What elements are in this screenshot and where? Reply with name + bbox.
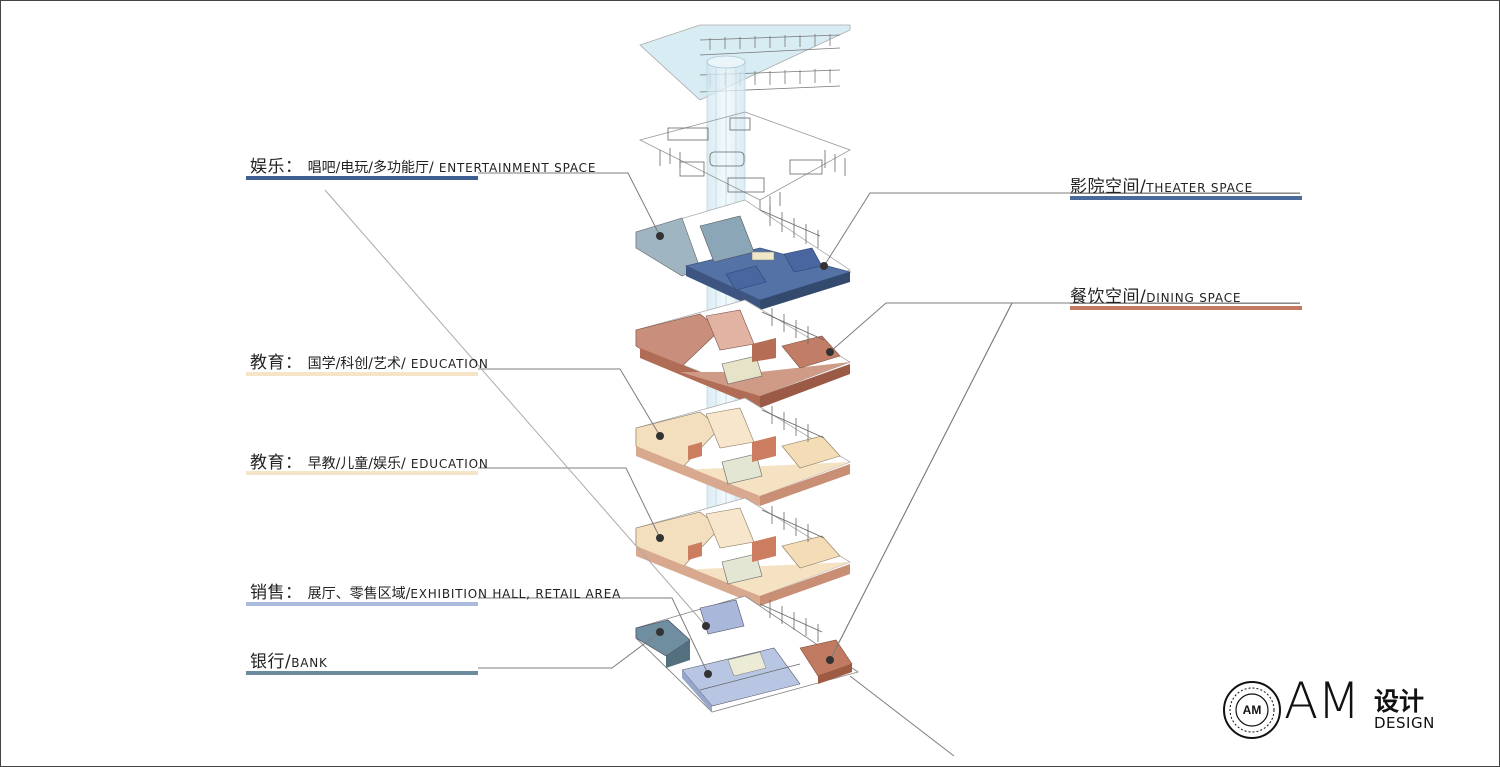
- svg-text:AM: AM: [1243, 703, 1262, 717]
- am-design-logo: AM AM 设计 DESIGN: [1222, 672, 1462, 744]
- bar-theater: [1070, 196, 1302, 200]
- label-entertainment-zh: 娱乐：: [250, 157, 303, 177]
- bar-dining: [1070, 306, 1302, 310]
- label-education-early-zh: 教育：: [250, 453, 303, 473]
- label-entertainment: 娱乐： 唱吧/电玩/多功能厅/ ENTERTAINMENT SPACE: [250, 152, 596, 177]
- label-bank-en: BANK: [291, 656, 328, 670]
- label-dining: 餐饮空间/DINING SPACE: [1070, 282, 1241, 307]
- floor-education-lower: [635, 497, 851, 606]
- rule-theater: [1070, 193, 1300, 194]
- floor-education-early: [635, 397, 851, 506]
- label-sales-zh: 销售：: [250, 583, 303, 603]
- label-education-early: 教育： 早教/儿童/娱乐/ EDUCATION: [250, 448, 489, 473]
- label-dining-zh: 餐饮空间/: [1070, 287, 1147, 307]
- logo-en: DESIGN: [1374, 714, 1435, 732]
- label-entertainment-sub: 唱吧/电玩/多功能厅/: [307, 160, 434, 176]
- floor-ground: [635, 595, 860, 713]
- label-sales-sub: 展厅、零售区域/: [307, 586, 411, 602]
- label-education-culture-zh: 教育：: [250, 353, 303, 373]
- bar-education-culture: [246, 372, 478, 376]
- floor-education-culture: [635, 299, 851, 408]
- floor-entertainment-upper: [638, 111, 851, 214]
- bar-education-early: [246, 471, 478, 475]
- label-sales: 销售： 展厅、零售区域/EXHIBITION HALL, RETAIL AREA: [250, 578, 621, 603]
- floor-theater: [635, 199, 852, 310]
- label-theater-en: THEATER SPACE: [1146, 181, 1253, 195]
- label-entertainment-en: ENTERTAINMENT SPACE: [438, 161, 597, 175]
- rule-dining: [1070, 303, 1300, 304]
- logo-cn: 设计: [1374, 687, 1425, 716]
- label-bank: 银行/BANK: [250, 647, 328, 672]
- bar-entertainment: [246, 176, 478, 180]
- label-theater: 影院空间/THEATER SPACE: [1070, 172, 1253, 197]
- logo-name: AM: [1284, 672, 1360, 730]
- bar-bank: [246, 671, 478, 675]
- bar-sales: [246, 602, 478, 606]
- label-bank-zh: 银行/: [250, 652, 292, 672]
- label-education-culture-sub: 国学/科创/艺术/: [307, 356, 406, 372]
- label-dining-en: DINING SPACE: [1146, 291, 1242, 305]
- label-education-culture: 教育： 国学/科创/艺术/ EDUCATION: [250, 348, 489, 373]
- label-education-early-sub: 早教/儿童/娱乐/: [307, 456, 406, 472]
- label-education-culture-en: EDUCATION: [410, 357, 489, 371]
- am-seal-icon: AM: [1223, 681, 1281, 739]
- label-theater-zh: 影院空间/: [1070, 177, 1147, 197]
- label-education-early-en: EDUCATION: [410, 457, 489, 471]
- callout-dots: [656, 232, 834, 678]
- label-sales-en: EXHIBITION HALL, RETAIL AREA: [410, 587, 622, 601]
